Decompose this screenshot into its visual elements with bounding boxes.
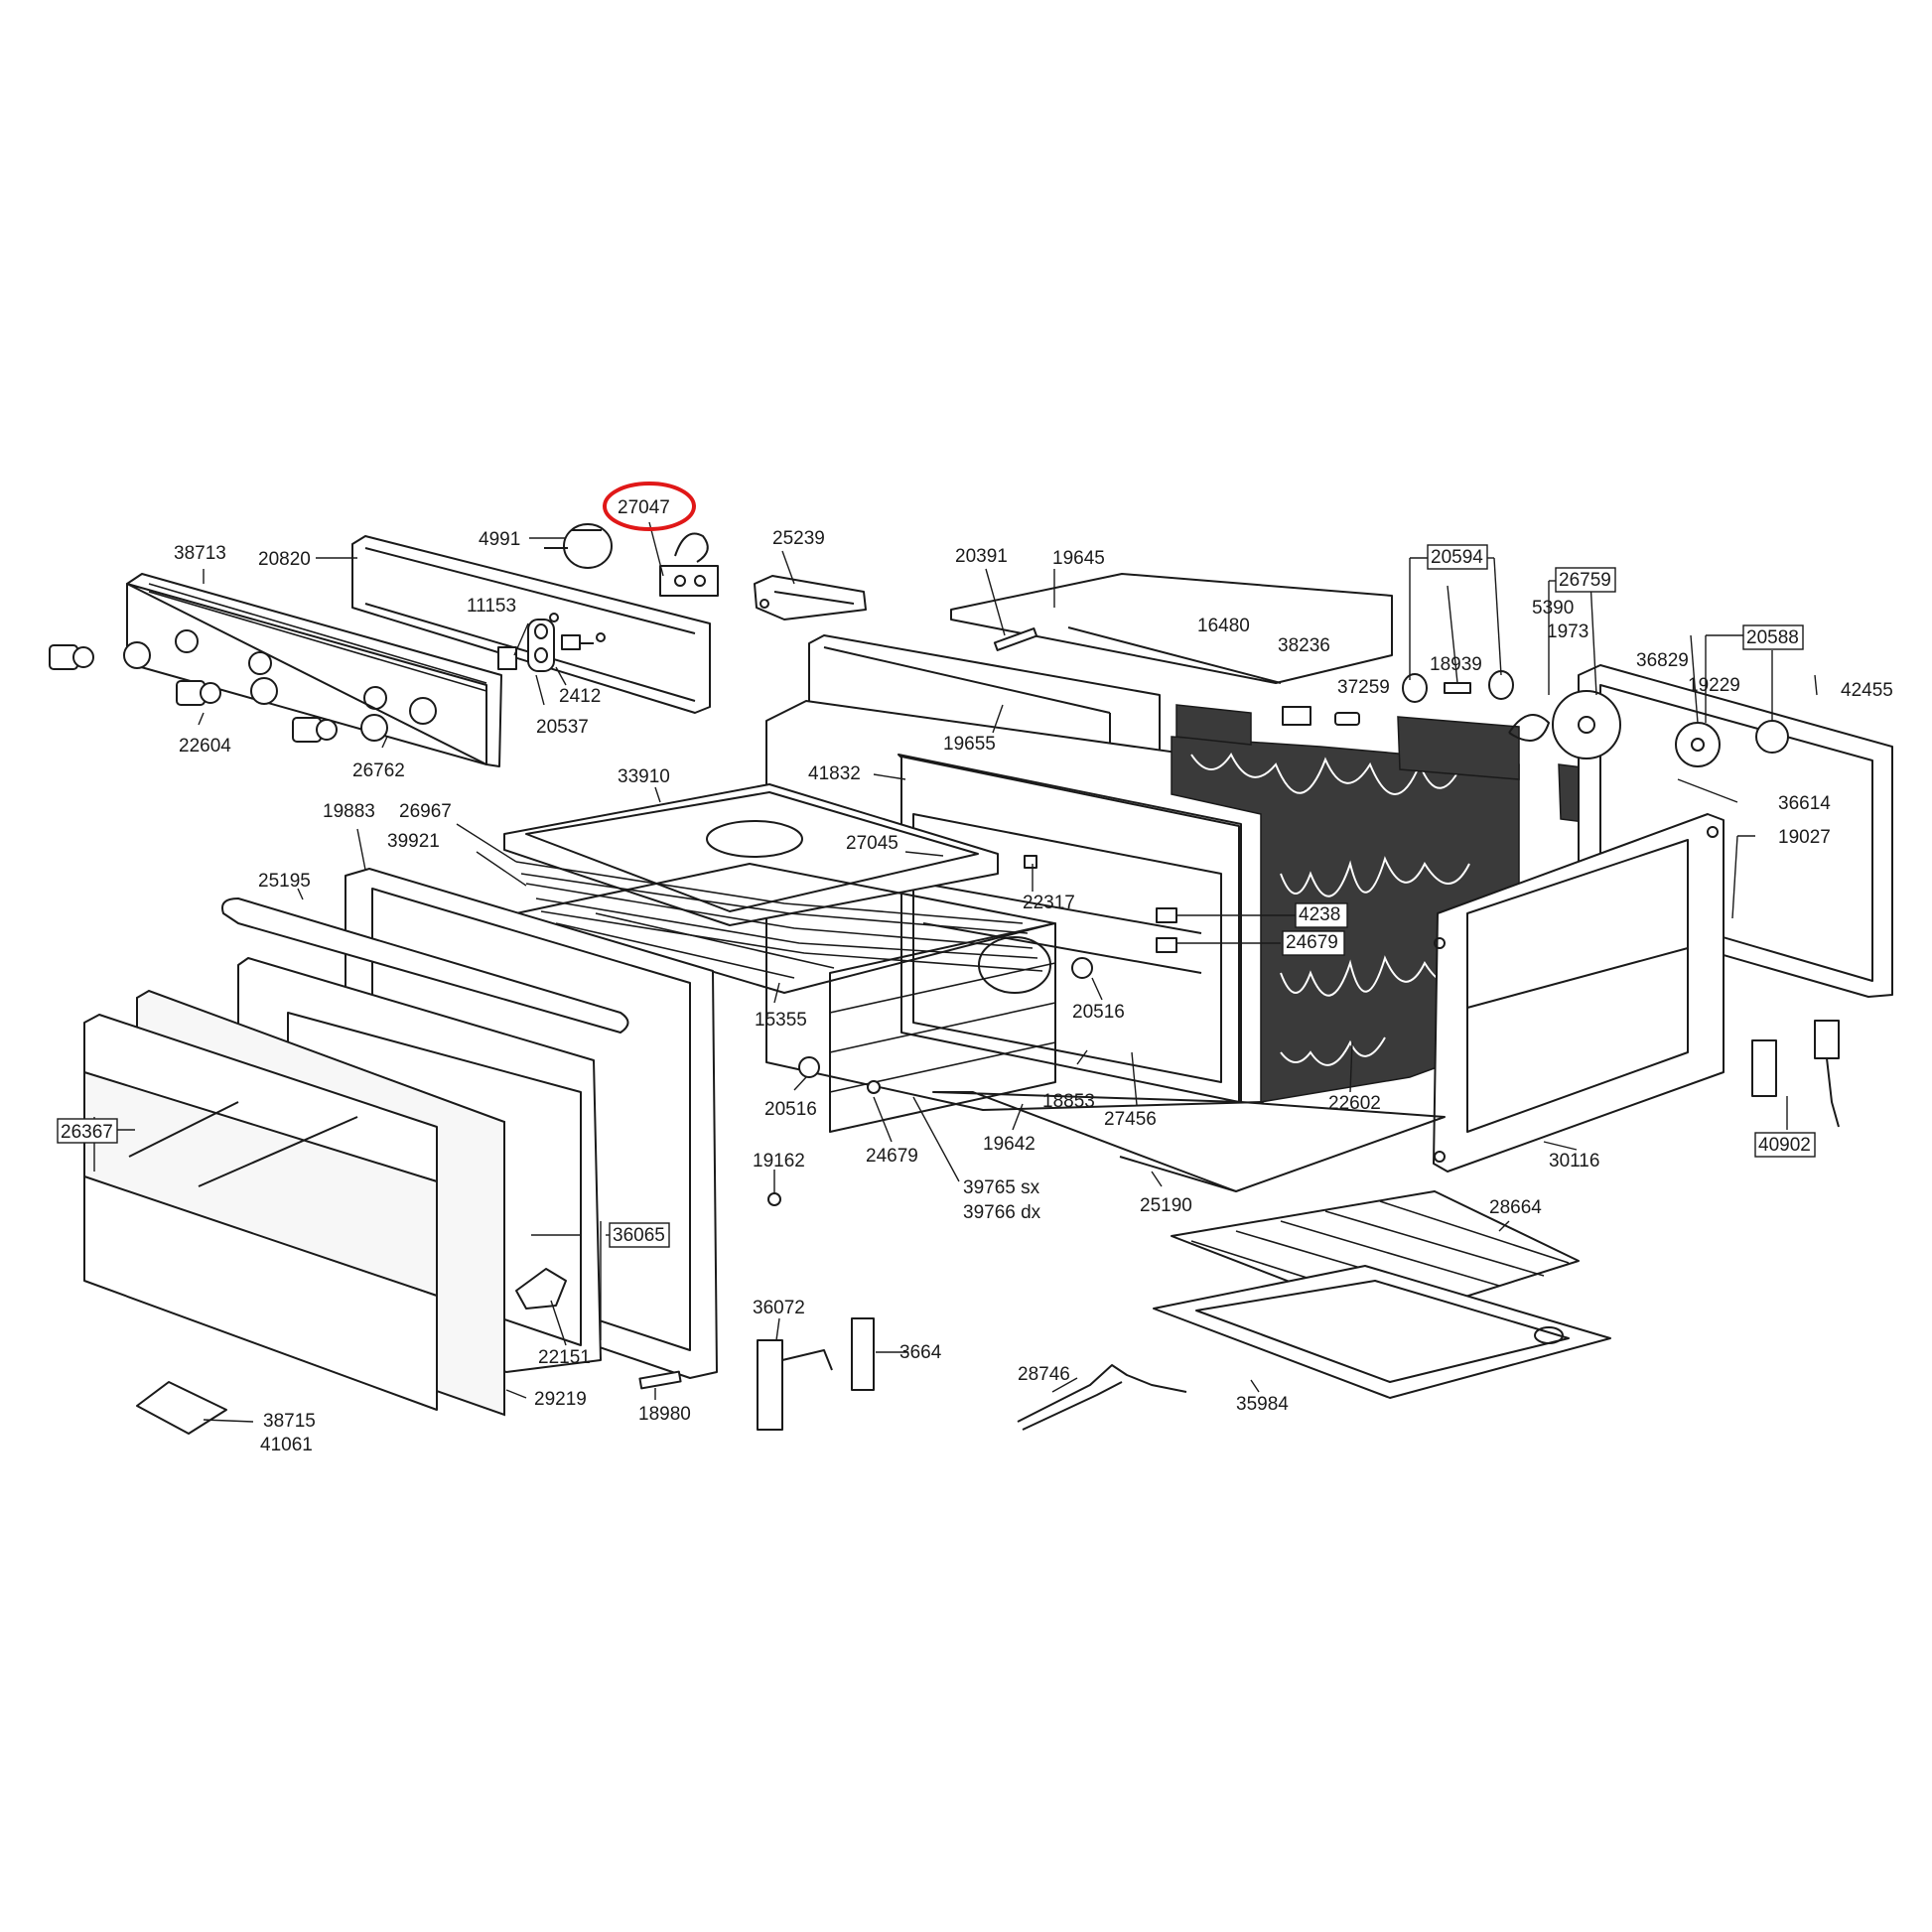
small-fittings	[767, 855, 1177, 1206]
label-39921: 39921	[387, 831, 440, 852]
connector-40902	[1751, 1020, 1840, 1128]
label-22317: 22317	[1023, 893, 1075, 913]
label-18853: 18853	[1042, 1091, 1095, 1112]
label-38236: 38236	[1278, 635, 1330, 656]
side-panel-30116	[1433, 813, 1725, 1173]
hinge-36072	[757, 1339, 833, 1431]
label-11153: 11153	[467, 596, 516, 617]
label-20391: 20391	[955, 546, 1008, 567]
label-41061: 41061	[260, 1435, 313, 1455]
label-20537: 20537	[536, 717, 589, 738]
label-5390: 5390	[1532, 598, 1574, 619]
label-25190: 25190	[1140, 1195, 1192, 1216]
label-41832: 41832	[808, 763, 861, 784]
small-parts-right	[1282, 670, 1514, 726]
terminal-block-25239	[754, 575, 867, 621]
label-16480: 16480	[1197, 616, 1250, 636]
label-19655: 19655	[943, 734, 996, 755]
label-27045: 27045	[846, 833, 898, 854]
door-handle-25195	[221, 897, 629, 1034]
switch-parts	[497, 619, 594, 672]
label-29219: 29219	[534, 1389, 587, 1410]
side-rack-39765	[829, 922, 1056, 1133]
label-39766: 39766 dx	[963, 1202, 1041, 1223]
label-28746: 28746	[1018, 1364, 1070, 1385]
clip-20391	[993, 627, 1038, 651]
label-33910: 33910	[618, 766, 670, 787]
label-19027: 19027	[1778, 827, 1831, 848]
label-20588: 20588	[1746, 627, 1799, 648]
label-20516-a: 20516	[1072, 1002, 1125, 1023]
label-26762: 26762	[352, 760, 405, 781]
label-2412: 2412	[559, 686, 601, 707]
door-hinge-parts	[515, 1268, 682, 1390]
label-36829: 36829	[1636, 650, 1689, 671]
top-cover-19645	[950, 573, 1393, 684]
label-42455: 42455	[1841, 680, 1893, 701]
label-27456: 27456	[1104, 1109, 1157, 1130]
label-38715: 38715	[263, 1411, 316, 1432]
label-24679-a: 24679	[1286, 932, 1338, 953]
latch-3664	[851, 1317, 875, 1391]
label-38713: 38713	[174, 543, 226, 564]
label-19229: 19229	[1688, 675, 1740, 696]
label-20820: 20820	[258, 549, 311, 570]
leader-lines	[93, 521, 1818, 1423]
label-26367: 26367	[61, 1122, 113, 1143]
label-4991: 4991	[479, 529, 520, 550]
label-30116: 30116	[1549, 1151, 1599, 1172]
baking-tray-35984	[1153, 1265, 1611, 1399]
control-knobs	[49, 641, 388, 743]
label-39765: 39765 sx	[963, 1177, 1040, 1198]
label-40902: 40902	[1758, 1135, 1811, 1156]
rail-28746	[1017, 1364, 1187, 1431]
label-22604: 22604	[179, 736, 231, 757]
label-15355: 15355	[755, 1010, 807, 1031]
label-28664: 28664	[1489, 1197, 1542, 1218]
label-1973: 1973	[1547, 621, 1588, 642]
timer-motor-4991	[544, 523, 613, 569]
thermal-switch-27047	[659, 532, 719, 597]
control-panel-fascia	[126, 573, 502, 767]
label-19645: 19645	[1052, 548, 1105, 569]
door-outer-panel-26367	[83, 1014, 438, 1411]
label-20516-b: 20516	[764, 1099, 817, 1120]
label-3664: 3664	[899, 1342, 942, 1363]
part-number-labels: 27047 4991 25239 38713 20820 20391 19645…	[61, 497, 1893, 1455]
label-4238: 4238	[1299, 904, 1340, 925]
label-35984: 35984	[1236, 1394, 1289, 1415]
grill-element-26967	[515, 861, 1043, 972]
label-19883: 19883	[323, 801, 375, 822]
label-18939: 18939	[1430, 654, 1482, 675]
label-22151: 22151	[538, 1347, 591, 1368]
cavity-floor-19642	[932, 1091, 1446, 1192]
label-37259: 37259	[1337, 677, 1390, 698]
fan-assembly	[1508, 690, 1789, 767]
label-36065: 36065	[613, 1225, 665, 1246]
label-27047: 27047	[618, 497, 670, 518]
label-36614: 36614	[1778, 793, 1831, 814]
label-20594: 20594	[1431, 547, 1483, 568]
manual-38715	[136, 1381, 227, 1435]
label-18980: 18980	[638, 1404, 691, 1425]
highlight-circle	[603, 482, 696, 531]
label-26967: 26967	[399, 801, 452, 822]
label-19642: 19642	[983, 1134, 1035, 1155]
label-25239: 25239	[772, 528, 825, 549]
label-36072: 36072	[753, 1298, 805, 1318]
label-24679-b: 24679	[866, 1146, 918, 1167]
label-19162: 19162	[753, 1151, 805, 1172]
label-26759: 26759	[1559, 570, 1611, 591]
boxed-label-frames	[57, 544, 1816, 1248]
label-22602: 22602	[1328, 1093, 1381, 1114]
label-25195: 25195	[258, 871, 311, 892]
